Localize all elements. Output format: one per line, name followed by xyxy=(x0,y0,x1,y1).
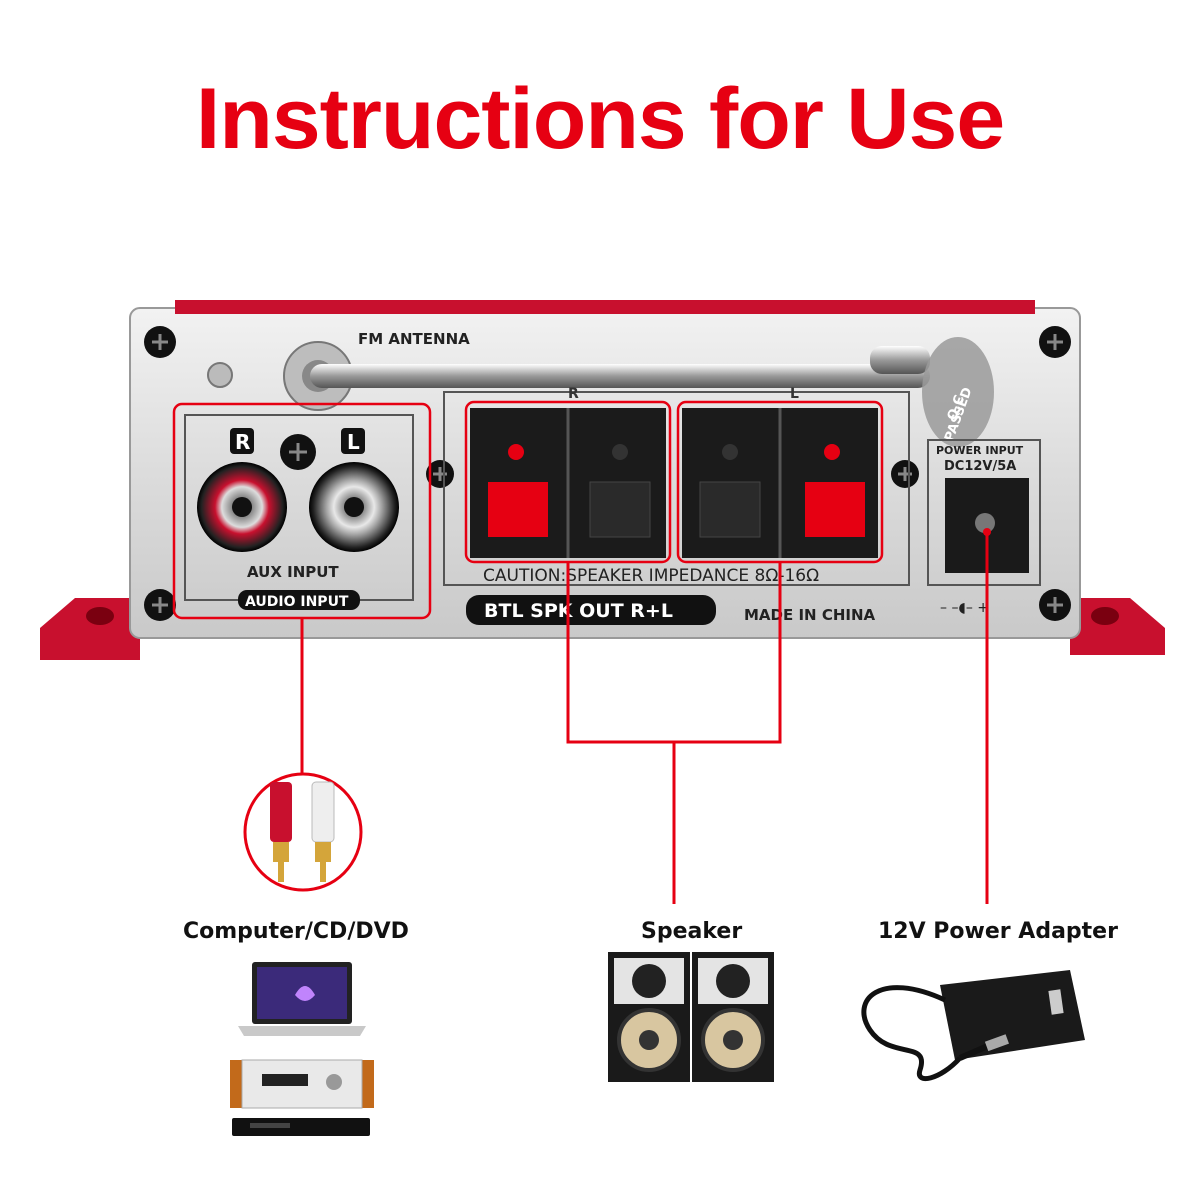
power-adapter-label: 12V Power Adapter xyxy=(878,919,1118,944)
left-bracket xyxy=(40,598,140,660)
page-title: Instructions for Use xyxy=(195,71,1005,167)
cd-player-icon xyxy=(230,1059,374,1109)
speaker-terminal-panel xyxy=(443,391,910,586)
screw-icon xyxy=(144,326,1071,621)
speaker-label: Speaker xyxy=(641,919,743,944)
antenna-rod xyxy=(310,364,930,388)
qc-passed-seal xyxy=(922,337,994,447)
speaker-clip-red xyxy=(488,482,548,537)
svg-text:DC12V/5A: DC12V/5A xyxy=(944,459,1016,474)
caution-label: CAUTION:SPEAKER IMPEDANCE 8Ω-16Ω xyxy=(483,566,819,586)
speaker-clip-black xyxy=(589,481,651,538)
speaker-clip-black xyxy=(699,481,761,538)
right-bracket xyxy=(1070,598,1165,655)
rca-cable-circle xyxy=(243,772,363,892)
computer-cd-dvd-label: Computer/CD/DVD xyxy=(183,919,409,944)
rca-plug-icon xyxy=(270,781,335,882)
audio-input-label: AUDIO INPUT xyxy=(245,594,349,610)
svg-text:R: R xyxy=(235,430,250,454)
made-in-china: MADE IN CHINA xyxy=(744,606,876,624)
speaker-terminal-block xyxy=(470,408,878,558)
dvd-player-icon xyxy=(232,1118,370,1136)
svg-text:L: L xyxy=(790,386,799,402)
aux-input-label: AUX INPUT xyxy=(247,563,339,581)
speaker-icon xyxy=(608,952,774,1082)
laptop-icon xyxy=(238,962,366,1036)
svg-text:POWER INPUT: POWER INPUT xyxy=(936,444,1024,457)
fm-antenna-label: FM ANTENNA xyxy=(358,330,470,348)
connector-lines xyxy=(300,532,989,904)
speaker-clip-red xyxy=(805,482,865,537)
svg-text:– –◖– +: – –◖– + xyxy=(940,600,989,616)
svg-text:R: R xyxy=(568,386,579,402)
power-input-panel xyxy=(927,439,1041,586)
btl-label: BTL SPK OUT R+L xyxy=(484,600,673,622)
power-adapter-icon xyxy=(861,970,1085,1081)
svg-text:L: L xyxy=(347,430,360,454)
